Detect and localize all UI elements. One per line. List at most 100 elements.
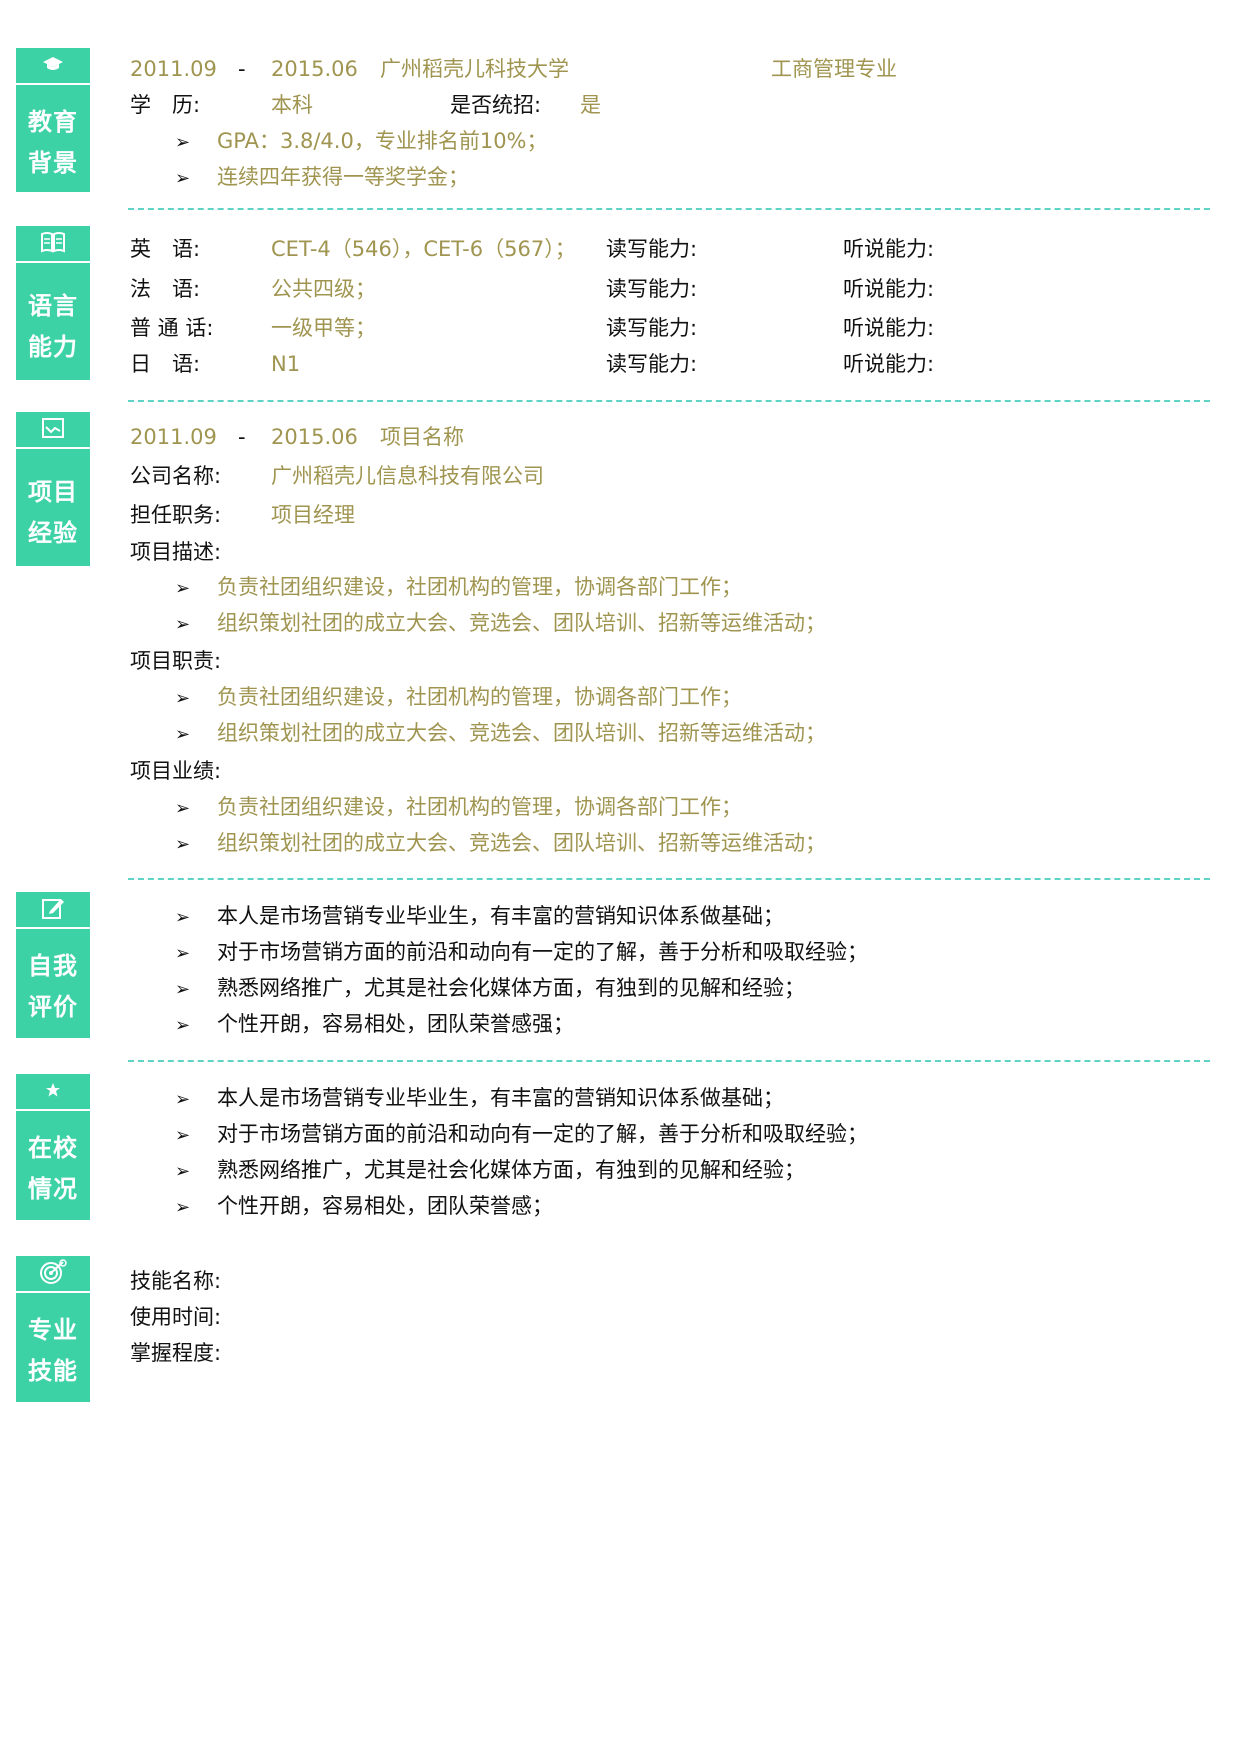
list-item: ➢个性开朗，容易相处，团队荣誉感强； [175, 1009, 574, 1041]
skill-level-label: 掌握程度: [130, 1341, 222, 1365]
duty-label: 项目职责: [130, 649, 222, 673]
list-item: ➢个性开朗，容易相处，团队荣誉感； [175, 1191, 553, 1223]
skills-side-label: 专业 技能 [16, 1256, 90, 1402]
chart-icon [16, 412, 90, 444]
language-label: 日 语: [130, 352, 201, 376]
language-label: 英 语: [130, 237, 201, 261]
self-eval-title-line2: 评价 [28, 993, 78, 1021]
project-start-date: 2011.09 [130, 425, 217, 449]
arrow-bullet-icon: ➢ [175, 1125, 191, 1146]
education-end-date: 2015.06 [271, 57, 358, 81]
result-label: 项目业绩: [130, 759, 222, 783]
language-label: 法 语: [130, 277, 201, 301]
language-label: 普 通 话: [130, 316, 214, 340]
list-item: ➢本人是市场营销专业毕业生，有丰富的营销知识体系做基础； [175, 901, 784, 933]
project-date-dash: - [238, 425, 246, 449]
self-eval-title-line1: 自我 [28, 952, 78, 980]
arrow-bullet-icon: ➢ [175, 724, 191, 745]
project-name: 项目名称 [380, 425, 464, 449]
arrow-bullet-icon: ➢ [175, 834, 191, 855]
side-separator [16, 447, 90, 449]
list-item: ➢对于市场营销方面的前沿和动向有一定的了解，善于分析和吸取经验； [175, 937, 868, 969]
arrow-bullet-icon: ➢ [175, 798, 191, 819]
list-item: ➢GPA：3.8/4.0，专业排名前10%； [175, 126, 548, 158]
side-separator [16, 1291, 90, 1293]
target-icon [16, 1256, 90, 1288]
campus-title-line2: 情况 [28, 1175, 78, 1203]
list-item: ➢负责社团组织建设，社团机构的管理，协调各部门工作； [175, 682, 742, 714]
read-write-label: 读写能力: [606, 277, 698, 301]
side-separator [16, 261, 90, 263]
list-item: ➢本人是市场营销专业毕业生，有丰富的营销知识体系做基础； [175, 1083, 784, 1115]
listen-speak-label: 听说能力: [843, 237, 935, 261]
list-item: ➢组织策划社团的成立大会、竞选会、团队培训、招新等运维活动； [175, 718, 826, 750]
skills-title-line1: 专业 [28, 1316, 78, 1344]
role-label: 担任职务: [130, 503, 222, 527]
arrow-bullet-icon: ➢ [175, 1089, 191, 1110]
list-item: ➢组织策划社团的成立大会、竞选会、团队培训、招新等运维活动； [175, 828, 826, 860]
language-value: N1 [271, 352, 301, 376]
arrow-bullet-icon: ➢ [175, 943, 191, 964]
edit-icon [16, 892, 90, 924]
language-title-line1: 语言 [28, 292, 78, 320]
arrow-bullet-icon: ➢ [175, 979, 191, 1000]
education-date-dash: - [238, 57, 246, 81]
side-separator [16, 1109, 90, 1111]
education-title-line2: 背景 [28, 149, 78, 177]
degree-value: 本科 [271, 93, 313, 117]
role-value: 项目经理 [271, 503, 355, 527]
language-value: CET-4（546），CET-6（567）； [271, 237, 576, 261]
unified-label: 是否统招: [450, 93, 542, 117]
read-write-label: 读写能力: [606, 352, 698, 376]
arrow-bullet-icon: ➢ [175, 132, 191, 153]
arrow-bullet-icon: ➢ [175, 1015, 191, 1036]
desc-label: 项目描述: [130, 540, 222, 564]
language-value: 一级甲等； [271, 316, 376, 340]
skill-time-label: 使用时间: [130, 1305, 222, 1329]
arrow-bullet-icon: ➢ [175, 578, 191, 599]
listen-speak-label: 听说能力: [843, 277, 935, 301]
arrow-bullet-icon: ➢ [175, 907, 191, 928]
graduation-cap-icon [16, 48, 90, 80]
campus-side-label: 在校 情况 [16, 1074, 90, 1220]
education-start-date: 2011.09 [130, 57, 217, 81]
self-eval-side-label: 自我 评价 [16, 892, 90, 1038]
skills-title-line2: 技能 [28, 1357, 78, 1385]
campus-title-line1: 在校 [28, 1134, 78, 1162]
section-divider [128, 878, 1210, 880]
book-icon [16, 226, 90, 258]
list-item: ➢对于市场营销方面的前沿和动向有一定的了解，善于分析和吸取经验； [175, 1119, 868, 1151]
unified-value: 是 [580, 93, 601, 117]
list-item: ➢组织策划社团的成立大会、竞选会、团队培训、招新等运维活动； [175, 608, 826, 640]
education-school: 广州稻壳儿科技大学 [380, 57, 569, 81]
arrow-bullet-icon: ➢ [175, 1161, 191, 1182]
section-divider [128, 1060, 1210, 1062]
side-separator [16, 83, 90, 85]
project-side-label: 项目 经验 [16, 412, 90, 566]
language-value: 公共四级； [271, 277, 376, 301]
education-side-label: 教育 背景 [16, 48, 90, 192]
section-divider [128, 208, 1210, 210]
education-major: 工商管理专业 [771, 57, 897, 81]
arrow-bullet-icon: ➢ [175, 1197, 191, 1218]
section-divider [128, 400, 1210, 402]
list-item: ➢熟悉网络推广，尤其是社会化媒体方面，有独到的见解和经验； [175, 1155, 805, 1187]
listen-speak-label: 听说能力: [843, 316, 935, 340]
read-write-label: 读写能力: [606, 316, 698, 340]
arrow-bullet-icon: ➢ [175, 614, 191, 635]
project-title-line2: 经验 [28, 519, 78, 547]
list-item: ➢熟悉网络推广，尤其是社会化媒体方面，有独到的见解和经验； [175, 973, 805, 1005]
star-icon [16, 1074, 90, 1106]
listen-speak-label: 听说能力: [843, 352, 935, 376]
company-label: 公司名称: [130, 464, 222, 488]
list-item: ➢连续四年获得一等奖学金； [175, 162, 469, 194]
arrow-bullet-icon: ➢ [175, 168, 191, 189]
project-title-line1: 项目 [28, 478, 78, 506]
education-title-line1: 教育 [28, 108, 78, 136]
company-value: 广州稻壳儿信息科技有限公司 [271, 464, 544, 488]
language-title-line2: 能力 [28, 333, 78, 361]
arrow-bullet-icon: ➢ [175, 688, 191, 709]
side-separator [16, 927, 90, 929]
list-item: ➢负责社团组织建设，社团机构的管理，协调各部门工作； [175, 792, 742, 824]
list-item: ➢负责社团组织建设，社团机构的管理，协调各部门工作； [175, 572, 742, 604]
